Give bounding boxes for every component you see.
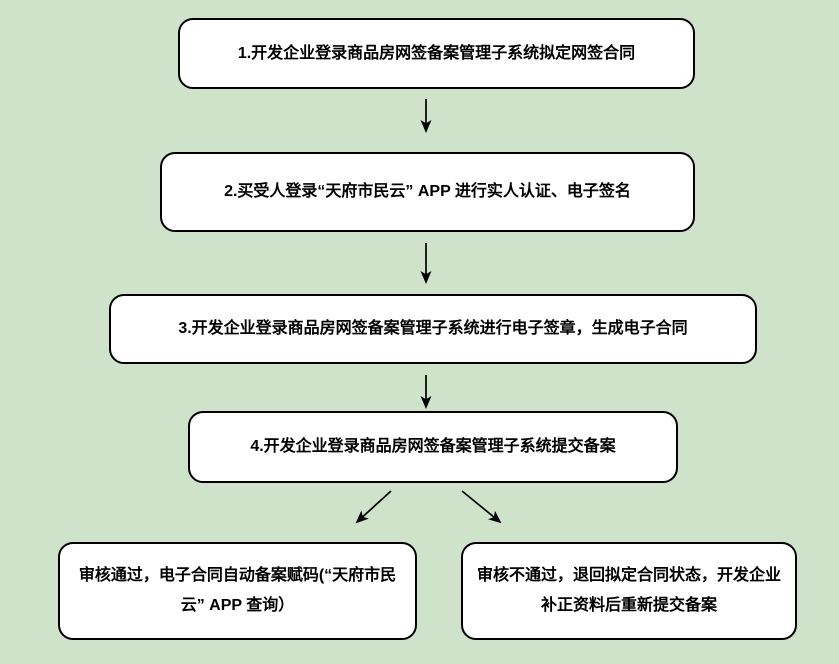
arrow-step4-to-approved	[355, 490, 392, 524]
flow-step-2-label: 2.买受人登录“天府市民云” APP 进行实人认证、电子签名	[224, 183, 631, 200]
flow-step-2: 2.买受人登录“天府市民云” APP 进行实人认证、电子签名	[160, 152, 695, 232]
flow-step-4: 4.开发企业登录商品房网签备案管理子系统提交备案	[188, 411, 678, 483]
flow-step-1-label: 1.开发企业登录商品房网签备案管理子系统拟定网签合同	[237, 44, 636, 62]
flow-outcome-approved-label: 审核通过，电子合同自动备案赋码(“天府市民云” APP 查询）	[78, 567, 397, 614]
arrow-step4-to-rejected	[461, 490, 502, 524]
flow-outcome-rejected-label: 审核不通过，退回拟定合同状态，开发企业补正资料后重新提交备案	[477, 567, 782, 614]
flow-outcome-approved: 审核通过，电子合同自动备案赋码(“天府市民云” APP 查询）	[58, 542, 417, 640]
flow-step-3-label: 3.开发企业登录商品房网签备案管理子系统进行电子签章，生成电子合同	[178, 320, 688, 337]
flow-step-4-label: 4.开发企业登录商品房网签备案管理子系统提交备案	[250, 438, 616, 455]
flow-step-3: 3.开发企业登录商品房网签备案管理子系统进行电子签章，生成电子合同	[109, 294, 757, 364]
flow-step-1: 1.开发企业登录商品房网签备案管理子系统拟定网签合同	[178, 18, 695, 89]
flow-outcome-rejected: 审核不通过，退回拟定合同状态，开发企业补正资料后重新提交备案	[461, 542, 797, 640]
